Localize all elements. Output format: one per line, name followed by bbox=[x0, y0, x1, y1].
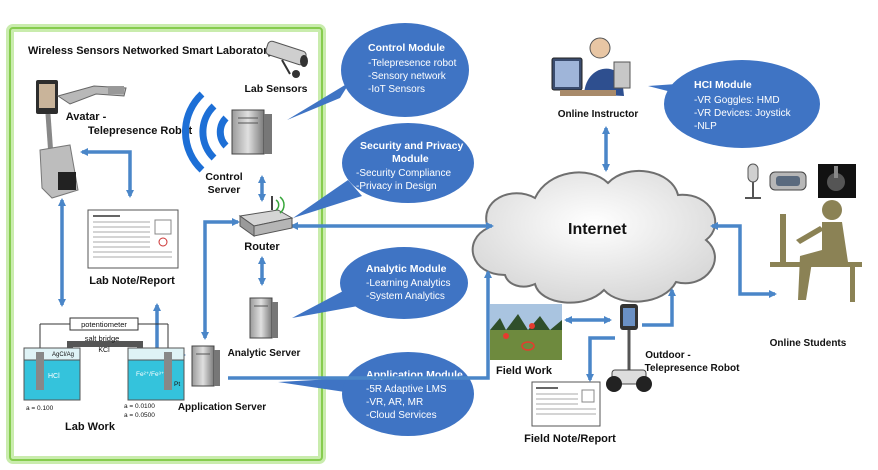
router-label: Router bbox=[244, 241, 280, 253]
lab-sensors-label: Lab Sensors bbox=[244, 83, 307, 95]
security-module-item: -Security Compliance bbox=[356, 168, 451, 179]
salt-bridge-label: salt bridge bbox=[85, 334, 120, 343]
router-icon bbox=[238, 196, 294, 237]
lab-note-label: Lab Note/Report bbox=[89, 275, 175, 287]
lab-work-label: Lab Work bbox=[65, 421, 116, 433]
outdoor-robot-label: Telepresence Robot bbox=[645, 363, 741, 374]
pt-label: Pt bbox=[174, 381, 180, 388]
online-student-image bbox=[770, 200, 862, 302]
control-server-label: Server bbox=[208, 184, 241, 196]
application-server-icon bbox=[191, 345, 220, 387]
microphone-icon bbox=[745, 163, 761, 199]
control-module-bubble: Control Module -Telepresence robot -Sens… bbox=[287, 23, 469, 120]
fe-label: Fe²⁺/Fe³⁺ bbox=[136, 371, 165, 378]
field-note-label: Field Note/Report bbox=[524, 433, 616, 445]
analytic-module-title: Analytic Module bbox=[366, 263, 447, 275]
connection-arrows bbox=[58, 126, 777, 382]
field-work-label: Field Work bbox=[496, 365, 553, 377]
hci-module-bubble: HCI Module -VR Goggles: HMD -VR Devices:… bbox=[648, 60, 820, 148]
kcl-label: KCl bbox=[98, 347, 110, 354]
control-module-item: -Sensory network bbox=[368, 71, 447, 82]
hci-module-item: -VR Devices: Joystick bbox=[694, 108, 792, 119]
analytic-module-bubble: Analytic Module -Learning Analytics -Sys… bbox=[292, 247, 468, 319]
smart-lab-region: Wireless Sensors Networked Smart Laborat… bbox=[6, 24, 326, 464]
security-module-bubble: Security and Privacy Module -Security Co… bbox=[293, 123, 474, 218]
field-work-photo bbox=[490, 304, 562, 360]
electrochemical-cell-image: potentiometer salt bridge KCl HCl AgCl/A… bbox=[23, 317, 185, 419]
application-server-label: Application Server bbox=[178, 402, 266, 413]
avatar-label: Telepresence Robot bbox=[88, 125, 193, 137]
potentiometer-label: potentiometer bbox=[81, 320, 127, 329]
lab-note-document bbox=[87, 209, 179, 269]
camera-icon bbox=[265, 40, 308, 78]
hcl-label: HCl bbox=[48, 373, 60, 380]
analytic-module-item: -System Analytics bbox=[366, 291, 445, 302]
arrow bbox=[80, 148, 134, 198]
instructor-image bbox=[551, 37, 631, 96]
online-students-label: Online Students bbox=[770, 338, 847, 349]
analytic-module-item: -Learning Analytics bbox=[366, 278, 451, 289]
control-module-item: -Telepresence robot bbox=[368, 58, 457, 69]
online-instructor-label: Online Instructor bbox=[558, 109, 639, 120]
control-server-label: Control bbox=[205, 171, 242, 183]
control-server-icon bbox=[231, 109, 272, 155]
security-module-item: -Privacy in Design bbox=[356, 181, 437, 192]
analytic-server-icon bbox=[249, 297, 278, 339]
security-module-title: Security and Privacy bbox=[360, 140, 463, 152]
outdoor-robot-label: Outdoor - bbox=[645, 350, 691, 361]
activity-label: a = 0.100 bbox=[26, 405, 54, 412]
activity-label: a = 0.0500 bbox=[124, 412, 155, 419]
control-module-item: -IoT Sensors bbox=[368, 84, 425, 95]
arrow bbox=[710, 222, 777, 298]
application-module-bubble: Application Module -5R Adaptive LMS -VR,… bbox=[278, 352, 474, 436]
arrow bbox=[642, 288, 676, 327]
field-note-document bbox=[531, 381, 601, 427]
arrow bbox=[586, 336, 615, 382]
joystick-icon bbox=[818, 164, 856, 198]
wifi-signal-icon bbox=[182, 91, 229, 173]
application-module-item: -VR, AR, MR bbox=[366, 397, 423, 408]
hci-module-item: -NLP bbox=[694, 121, 717, 132]
outdoor-robot-image bbox=[606, 304, 652, 392]
agcl-label: AgCl/Ag bbox=[52, 352, 74, 358]
arrow bbox=[201, 218, 240, 340]
internet-label: Internet bbox=[568, 221, 627, 238]
avatar-label: Avatar - bbox=[66, 111, 107, 123]
application-module-item: -Cloud Services bbox=[366, 410, 437, 421]
analytic-server-label: Analytic Server bbox=[228, 348, 301, 359]
application-module-item: -5R Adaptive LMS bbox=[366, 384, 447, 395]
vr-headset-icon bbox=[769, 171, 807, 191]
hci-module-title: HCI Module bbox=[694, 79, 752, 91]
control-module-title: Control Module bbox=[368, 42, 445, 54]
security-module-title: Module bbox=[392, 153, 429, 165]
arrow bbox=[228, 270, 492, 380]
lab-title: Wireless Sensors Networked Smart Laborat… bbox=[28, 45, 275, 57]
internet-cloud: Internet bbox=[471, 169, 717, 304]
activity-label: a = 0.0100 bbox=[124, 403, 155, 410]
hci-module-item: -VR Goggles: HMD bbox=[694, 95, 780, 106]
avatar-robot-image bbox=[36, 80, 127, 199]
